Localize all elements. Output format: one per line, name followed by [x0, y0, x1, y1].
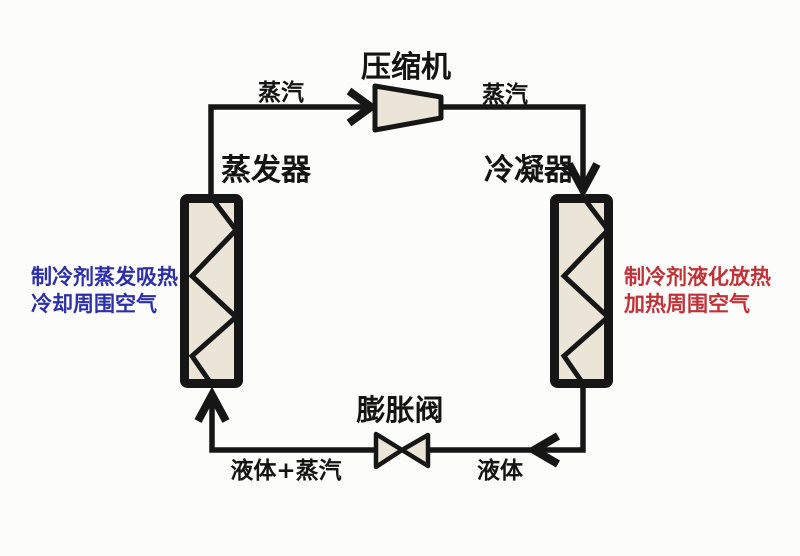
expansion-valve-shape	[373, 431, 431, 470]
evaporator-note-line1: 制冷剂蒸发吸热	[31, 265, 178, 289]
evaporator-note: 制冷剂蒸发吸热 冷却周围空气	[31, 265, 178, 316]
arrow-right-into-compressor-icon	[346, 87, 378, 127]
pipe-lines	[208, 104, 586, 453]
pipe-condenser-to-valve	[429, 388, 586, 453]
compressor-label: 压缩机	[361, 50, 451, 85]
liquid-label: 液体	[477, 457, 524, 484]
expansion-valve-label: 膨胀阀	[356, 393, 443, 427]
condenser-note: 制冷剂液化放热 加热周围空气	[623, 265, 771, 316]
compressor-shape	[372, 83, 444, 133]
condenser-note-line2: 加热周围空气	[623, 292, 750, 316]
pipe-compressor-to-condenser	[441, 104, 586, 191]
vapor-label-right: 蒸汽	[482, 81, 528, 108]
vapor-label-left: 蒸汽	[258, 79, 304, 106]
condenser-coil-icon	[560, 195, 612, 387]
arrow-down-into-condenser-icon	[565, 162, 601, 199]
evaporator-note-line2: 冷却周围空气	[31, 292, 157, 316]
condenser-label: 冷凝器	[484, 153, 575, 188]
expansion-valve-left-triangle	[373, 431, 405, 470]
pipe-valve-to-evaporator	[209, 396, 375, 453]
condenser-note-line1: 制冷剂液化放热	[624, 265, 771, 289]
flow-arrows	[194, 87, 601, 468]
condenser	[550, 194, 613, 388]
evaporator-label: 蒸发器	[221, 153, 312, 188]
liquid-vapor-label: 液体+蒸汽	[230, 457, 341, 484]
expansion-valve-right-triangle	[399, 432, 431, 469]
pipe-evaporator-to-compressor	[208, 104, 371, 194]
evaporator	[180, 194, 243, 388]
evaporator-coil-icon	[188, 195, 240, 387]
arrow-left-toward-valve-icon	[526, 432, 561, 468]
arrow-up-into-evaporator-icon	[194, 386, 230, 423]
